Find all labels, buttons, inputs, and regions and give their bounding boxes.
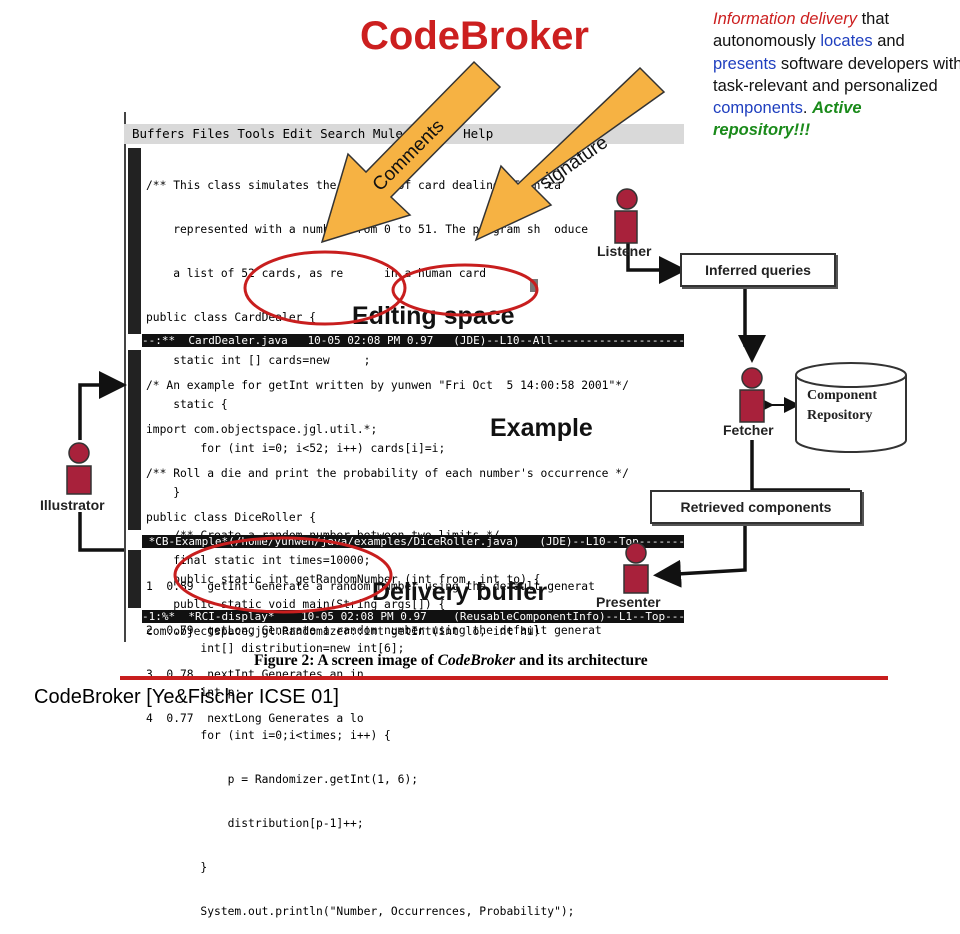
delivery-scrollbar (128, 550, 141, 608)
modeline-editing: --:** CardDealer.java 10-05 02:08 PM 0.9… (142, 334, 684, 347)
code-line: /** Roll a die and print the probability… (146, 466, 629, 480)
info-phrase-information-delivery: Information delivery (713, 10, 857, 28)
code-line: public class DiceRoller { (146, 510, 317, 524)
retrieved-to-presenter-arrow (653, 524, 747, 588)
delivery-buffer-label: Delivery buffer (372, 578, 548, 606)
listener-person-icon (614, 188, 638, 244)
info-phrase-active-repository: Active repository!!! (713, 99, 862, 140)
code-line: int[] distribution=new int[6]; (146, 641, 405, 655)
code-line: } (146, 860, 208, 874)
text-cursor (530, 279, 538, 292)
info-text: . (802, 99, 813, 118)
code-line: for (int i=0; i<52; i++) cards[i]=i; (146, 441, 446, 455)
info-phrase-presents: presents (713, 54, 777, 73)
figure-caption: Figure 2: A screen image of CodeBroker a… (254, 652, 648, 670)
component-repository (795, 362, 907, 453)
code-line: } (146, 485, 181, 499)
info-phrase-locates: locates (820, 32, 873, 51)
comments-arrow (320, 60, 502, 244)
info-text: software developers with task-relevant a… (713, 54, 960, 95)
comment-highlight-ellipse (243, 250, 407, 326)
code-line: final static int times=10000; (146, 554, 371, 568)
fetcher-label: Fetcher (723, 422, 774, 438)
signature-highlight-ellipse (391, 263, 539, 317)
caption-name: CodeBroker (437, 652, 516, 669)
illustrator-label: Illustrator (40, 497, 105, 513)
footer-divider (120, 676, 888, 680)
code-line: import com.objectspace.jgl.util.*; (146, 422, 378, 436)
listener-to-queries-connector (626, 243, 687, 284)
illustrator-person-icon (66, 442, 92, 495)
delivery-item[interactable]: 2 0.79 getLong Generate a random number … (146, 623, 602, 637)
illustrator-to-delivery-connector (78, 512, 124, 552)
page-title: CodeBroker (360, 14, 589, 58)
footer-citation: CodeBroker [Ye&Fischer ICSE 01] (34, 686, 339, 708)
example-label: Example (490, 414, 593, 442)
delivery-highlight-ellipse (173, 536, 393, 614)
code-line: static int [] cards=new ; (146, 354, 371, 368)
minibuffer: com.objectspace.jgl.Randomizer::int getI… (146, 625, 541, 638)
emacs-window (124, 112, 686, 642)
editing-scrollbar (128, 148, 141, 334)
delivery-item[interactable]: 1 0.89 getInt Generate a random number u… (146, 580, 595, 594)
inferred-queries-box: Inferred queries (680, 253, 836, 287)
info-phrase-components: components (713, 99, 803, 118)
component-repository-label: Component Repository (807, 386, 877, 426)
fetcher-person-icon (739, 367, 765, 423)
info-text: and (872, 32, 905, 51)
retrieved-components-box: Retrieved components (650, 490, 862, 524)
code-line: a list of 52 cards, as re in a human car… (146, 266, 534, 280)
presenter-person-icon (623, 542, 649, 594)
code-line: int p; (146, 685, 242, 699)
caption-prefix: Figure 2: A screen image of (254, 652, 438, 669)
caption-suffix: and its architecture (515, 652, 648, 669)
repository-label-line: Component (807, 388, 878, 403)
signature-arrow (474, 66, 666, 242)
presenter-label: Presenter (596, 594, 661, 610)
example-scrollbar (128, 350, 141, 530)
code-line: static { (146, 398, 228, 412)
diagram-overlay: Comments signature (66, 60, 907, 614)
repository-label-line: Repository (807, 408, 873, 423)
info-text: that autonomously (713, 10, 890, 51)
description-text: Information delivery that autonomously l… (713, 8, 960, 142)
code-line: p = Randomizer.getInt(1, 6); (146, 773, 419, 787)
queries-to-fetcher-arrow (738, 288, 766, 363)
code-line: distribution[p-1]++; (146, 817, 364, 830)
illustrator-to-example-arrow (78, 371, 127, 440)
code-line: /* An example for getInt written by yunw… (146, 379, 629, 393)
code-line: public static int getRandomNumber (int f… (146, 573, 541, 587)
listener-label: Listener (597, 243, 652, 259)
code-line: System.out.println("Number, Occurrences,… (146, 904, 575, 918)
